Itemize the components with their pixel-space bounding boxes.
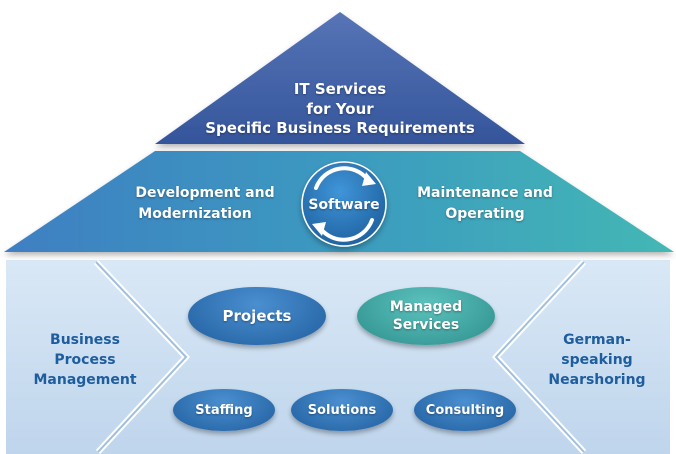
base-left-line-2: Process <box>54 352 116 368</box>
roof-triangle <box>155 12 525 144</box>
middle-left-line-2: Modernization <box>138 206 252 222</box>
base-right-line-3: Nearshoring <box>548 372 646 388</box>
base-left-line-1: Business <box>50 332 120 348</box>
middle-right-line-1: Maintenance and <box>417 185 553 201</box>
projects-label: Projects <box>222 307 292 325</box>
managed-services-line-2: Services <box>392 317 460 333</box>
cycle-arrows-icon <box>314 166 374 242</box>
cycle-arrowhead-top <box>362 172 376 186</box>
consulting-label: Consulting <box>425 402 505 418</box>
roof-line-3: Specific Business Requirements <box>205 119 475 137</box>
middle-left-line-1: Development and <box>135 185 275 201</box>
software-label: Software <box>308 197 380 213</box>
left-chevron-line-inner <box>95 261 188 453</box>
staffing-pill: Staffing <box>173 389 275 431</box>
base-left-line-3: Management <box>33 372 137 388</box>
base-right-line-1: German- <box>563 332 631 348</box>
right-chevron-line-inner <box>494 261 585 453</box>
staffing-label: Staffing <box>195 402 253 418</box>
cycle-arrowhead-bottom <box>312 222 326 236</box>
solutions-pill: Solutions <box>291 389 393 431</box>
base-right-line-2: speaking <box>561 352 633 368</box>
roof-line-2: for Your <box>306 100 374 118</box>
managed-services-line-1: Managed <box>389 299 463 315</box>
projects-pill: Projects <box>188 287 326 345</box>
solutions-label: Solutions <box>307 402 377 418</box>
managed-services-pill: Managed Services <box>357 287 495 345</box>
consulting-pill: Consulting <box>414 389 516 431</box>
middle-right-line-2: Operating <box>445 206 525 222</box>
roof-line-1: IT Services <box>293 80 387 98</box>
